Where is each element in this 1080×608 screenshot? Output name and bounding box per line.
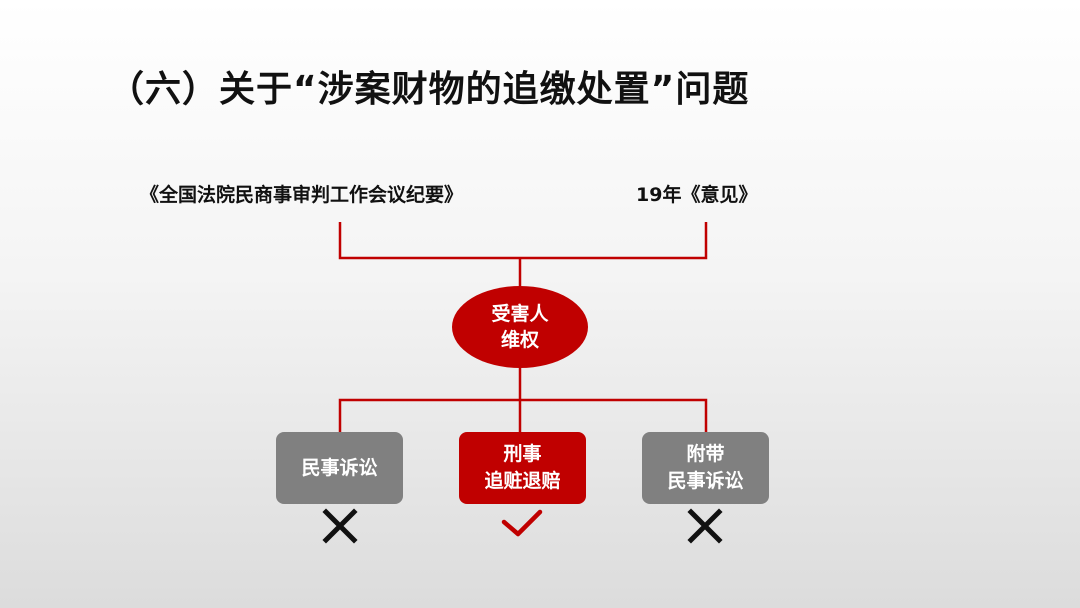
- source-minutes: 《全国法院民商事审判工作会议纪要》: [140, 184, 464, 206]
- cross-icon: [687, 508, 723, 544]
- check-icon: [501, 509, 543, 537]
- criminal-recovery-box: 刑事 追赃退赔: [459, 432, 586, 504]
- civil-litigation-box: 民事诉讼: [276, 432, 403, 504]
- criminal-recovery-line1: 刑事: [503, 443, 542, 465]
- page-title: （六）关于“涉案财物的追缴处置”问题: [108, 69, 750, 110]
- top-bracket: [338, 222, 708, 260]
- source-opinion: 19年《意见》: [636, 184, 758, 206]
- victim-rights-line2: 维权: [500, 329, 539, 351]
- civil-litigation-label: 民事诉讼: [301, 456, 378, 479]
- criminal-recovery-line2: 追赃退赔: [484, 470, 561, 492]
- ancillary-civil-line2: 民事诉讼: [667, 470, 744, 492]
- cross-icon: [322, 508, 358, 544]
- bottom-branch: [338, 398, 708, 432]
- victim-rights-line1: 受害人: [491, 303, 549, 325]
- ancillary-civil-line1: 附带: [686, 443, 725, 465]
- ancillary-civil-box: 附带 民事诉讼: [642, 432, 769, 504]
- victim-rights-node: 受害人 维权: [452, 286, 588, 368]
